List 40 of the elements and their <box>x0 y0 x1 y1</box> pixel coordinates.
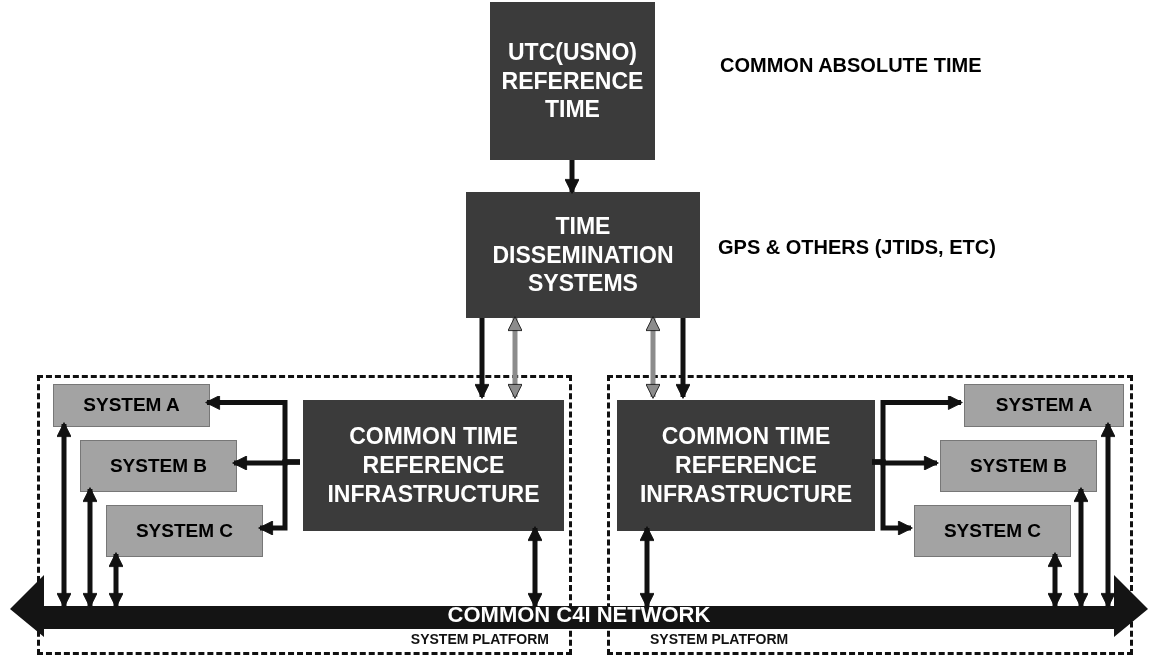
process-box <box>466 192 700 318</box>
process-box <box>490 2 655 160</box>
platform-label: SYSTEM PLATFORM <box>410 630 549 649</box>
system-box <box>914 505 1071 557</box>
system-box <box>106 505 263 557</box>
box-label: SYSTEM C <box>943 518 1042 543</box>
arrow <box>474 318 490 399</box>
arrow <box>1047 552 1063 608</box>
system-box <box>964 384 1124 427</box>
box-label: SYSTEM B <box>969 453 1068 478</box>
system-box <box>80 440 237 492</box>
system-box <box>940 440 1097 492</box>
box-label: SYSTEM A <box>995 393 1093 418</box>
network-label: COMMON C4I NETWORK <box>447 604 711 626</box>
platform-label: SYSTEM PLATFORM <box>650 630 789 649</box>
arrow <box>56 422 72 608</box>
box-label: COMMON TIME REFERENCE INFRASTRUCTURE <box>638 422 854 509</box>
process-box <box>617 400 875 531</box>
arrow <box>645 316 661 399</box>
arrow <box>108 552 124 608</box>
box-label: SYSTEM C <box>135 518 234 543</box>
process-box <box>303 400 564 531</box>
box-label: SYSTEM B <box>109 453 208 478</box>
arrow <box>1100 422 1116 608</box>
box-label: TIME DISSEMINATION SYSTEMS <box>491 211 675 299</box>
box-label: COMMON TIME REFERENCE INFRASTRUCTURE <box>326 422 541 509</box>
arrow <box>82 487 98 608</box>
arrow <box>507 316 523 399</box>
side-note: GPS & OTHERS (JTIDS, ETC) <box>718 235 996 260</box>
arrow <box>675 318 691 399</box>
arrow <box>639 526 655 608</box>
side-note: COMMON ABSOLUTE TIME <box>720 53 982 78</box>
arrow <box>564 160 580 194</box>
arrow <box>1073 487 1089 608</box>
system-box <box>53 384 210 427</box>
arrow <box>872 459 913 536</box>
arrow <box>258 459 300 536</box>
arrow <box>527 526 543 608</box>
box-label: SYSTEM A <box>83 393 180 418</box>
box-label: UTC(USNO) REFERENCE TIME <box>501 37 644 125</box>
